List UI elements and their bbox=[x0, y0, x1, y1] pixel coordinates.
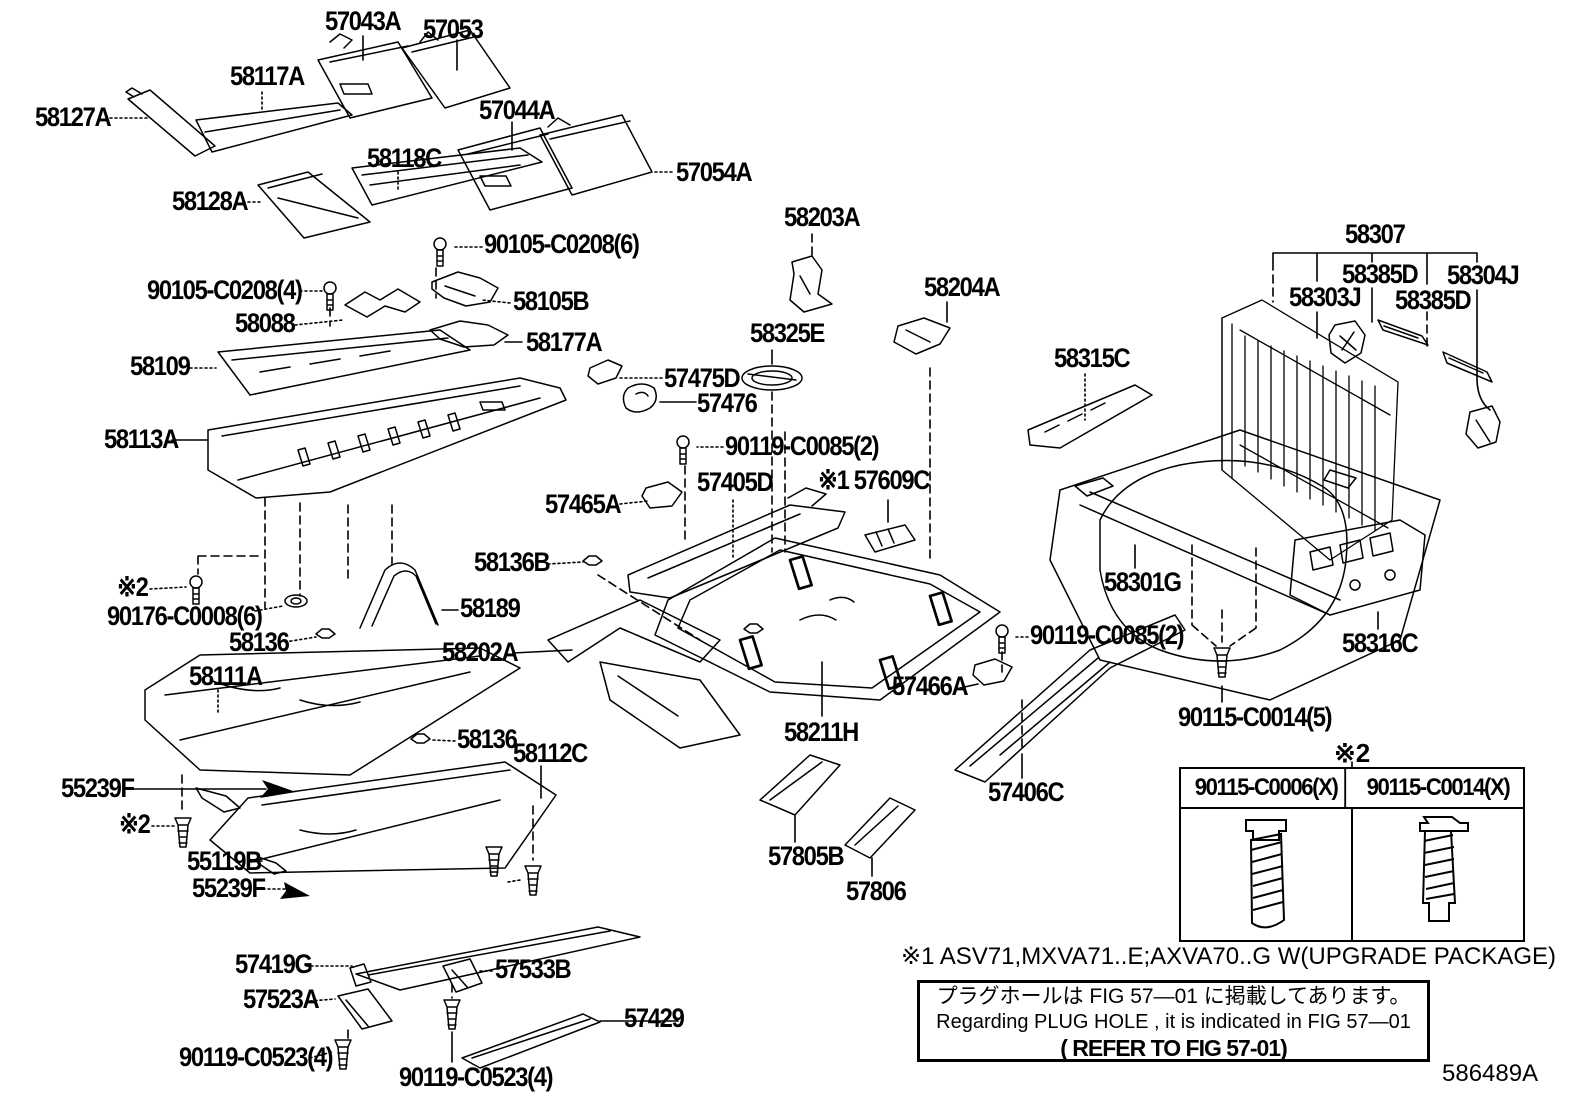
part-label: 58385D bbox=[1342, 259, 1419, 289]
table-body-row bbox=[1181, 809, 1523, 940]
part-label: 58202A bbox=[442, 637, 519, 667]
part-label: 58204A bbox=[924, 272, 1001, 302]
floor-brackets-art bbox=[217, 271, 509, 396]
tunnel-bracket-art bbox=[359, 562, 741, 749]
plug-hole-note-ja: プラグホールは FIG 57―01 に掲載してあります。 bbox=[936, 985, 1411, 1008]
part-label: 58189 bbox=[460, 593, 521, 623]
screw-c0006-icon bbox=[1245, 818, 1287, 928]
part-label: 58118C bbox=[367, 143, 442, 173]
screw-c0014-icon bbox=[1419, 815, 1469, 922]
part-label: 58111A bbox=[189, 661, 263, 691]
variant-applicability-note: ※1 ASV71,MXVA71..E;AXVA70..G W(UPGRADE P… bbox=[901, 943, 1556, 970]
front-floor-pan-art bbox=[207, 377, 567, 499]
bottom-rails-art bbox=[337, 926, 641, 1069]
part-label: 58105B bbox=[513, 286, 590, 316]
dashed-assembly-lines bbox=[181, 233, 1428, 1039]
part-label: 58385D bbox=[1395, 285, 1472, 315]
front-side-rails-art bbox=[125, 29, 653, 239]
under-covers-art bbox=[144, 647, 557, 875]
part-label: 57053 bbox=[423, 14, 484, 44]
part-label: 58112C bbox=[513, 738, 588, 768]
table-header-row: 90115-C0006(X) 90115-C0014(X) bbox=[1181, 769, 1523, 809]
part-label: 57054A bbox=[676, 157, 753, 187]
table-header-cell: 90115-C0006(X) bbox=[1188, 769, 1347, 807]
part-label: 58325E bbox=[750, 318, 825, 348]
part-label: 58211H bbox=[784, 717, 859, 747]
part-label: 58136 bbox=[457, 724, 518, 754]
part-label: ※1 57609C bbox=[818, 465, 930, 495]
plug-hole-note-en: Regarding PLUG HOLE , it is indicated in… bbox=[936, 1011, 1411, 1033]
part-label: 57044A bbox=[479, 95, 556, 125]
part-label: 58117A bbox=[230, 61, 305, 91]
center-small-parts-art bbox=[587, 255, 951, 553]
part-label: 90115-C0014(5) bbox=[1178, 702, 1333, 732]
part-label: 58301G bbox=[1104, 567, 1182, 597]
part-label: 58303J bbox=[1289, 282, 1362, 312]
part-label: 58315C bbox=[1054, 343, 1131, 373]
part-label: 57419G bbox=[235, 949, 313, 979]
part-label: 90119-C0523(4) bbox=[179, 1042, 334, 1072]
leader-lines bbox=[129, 35, 1491, 1063]
part-label: 55239F bbox=[61, 773, 135, 803]
part-label: 57406C bbox=[988, 777, 1065, 807]
screw-illustration-cell bbox=[1181, 809, 1353, 940]
screw-illustration-cell bbox=[1353, 809, 1523, 940]
part-label: 57429 bbox=[624, 1003, 685, 1033]
rear-end-panel-art bbox=[1221, 299, 1399, 561]
plug-hole-note-box: プラグホールは FIG 57―01 に掲載してあります。 Regarding P… bbox=[917, 980, 1430, 1062]
rear-small-parts-art bbox=[1027, 319, 1501, 616]
part-label: 58316C bbox=[1342, 628, 1419, 658]
part-label: 90119-C0523(4) bbox=[399, 1062, 554, 1092]
part-label: 57523A bbox=[243, 984, 320, 1014]
part-label: 58136B bbox=[474, 547, 551, 577]
part-label: ※2 bbox=[117, 572, 149, 602]
part-label: 90105-C0208(6) bbox=[484, 229, 640, 259]
dotted-leaders bbox=[109, 91, 1086, 1059]
table-header-cell: 90115-C0014(X) bbox=[1366, 774, 1511, 801]
part-label: 90105-C0208(4) bbox=[147, 275, 303, 305]
part-label: 57476 bbox=[697, 388, 758, 418]
part-label: 55119B bbox=[187, 846, 262, 876]
part-label: 58109 bbox=[130, 351, 191, 381]
plug-hole-note-ref: ( REFER TO FIG 57-01) bbox=[1060, 1035, 1288, 1061]
center-floor-pan-art bbox=[627, 487, 1001, 701]
fastener-callout-table: 90115-C0006(X) 90115-C0014(X) bbox=[1179, 767, 1525, 942]
part-label: 57533B bbox=[495, 954, 572, 984]
part-label: 58307 bbox=[1345, 219, 1406, 249]
part-label: 58177A bbox=[526, 327, 603, 357]
part-label: 55239F bbox=[192, 873, 266, 903]
part-label: 90119-C0085(2) bbox=[725, 431, 880, 461]
part-label: 90176-C0008(6) bbox=[107, 601, 263, 631]
part-label: 57466A bbox=[892, 671, 969, 701]
rear-rails-art bbox=[759, 614, 1186, 859]
part-label: 58203A bbox=[784, 202, 861, 232]
part-label: 57475D bbox=[664, 363, 741, 393]
part-label: 58128A bbox=[172, 186, 249, 216]
table-note-mark: ※2 bbox=[1334, 738, 1371, 768]
part-label: 58136 bbox=[229, 627, 290, 657]
part-label: 57043A bbox=[325, 6, 402, 36]
part-label: 57465A bbox=[545, 489, 622, 519]
part-label: ※2 bbox=[119, 809, 151, 839]
part-label: 58088 bbox=[235, 308, 296, 338]
arrow-markers bbox=[260, 780, 310, 899]
rear-floor-pan-art bbox=[1049, 429, 1441, 701]
part-label: 90119-C0085(2) bbox=[1030, 620, 1185, 650]
part-label: 58113A bbox=[104, 424, 179, 454]
part-label: 58127A bbox=[35, 102, 112, 132]
part-label: 57405D bbox=[697, 467, 774, 497]
figure-id: 586489A bbox=[1442, 1060, 1539, 1087]
part-label: 58304J bbox=[1447, 260, 1520, 290]
part-label: 57806 bbox=[846, 876, 907, 906]
part-label: 57805B bbox=[768, 841, 845, 871]
